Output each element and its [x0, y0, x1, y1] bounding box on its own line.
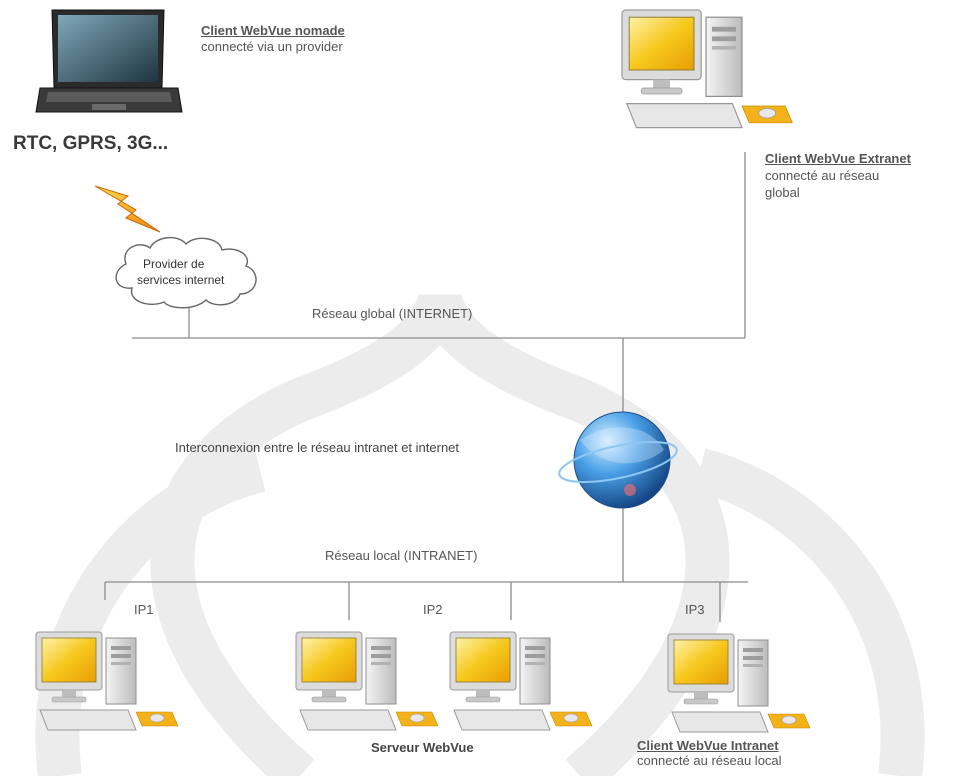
lightning-icon — [94, 185, 161, 233]
extranet-client-block: Client WebVue Extranet connecté au résea… — [765, 150, 911, 201]
provider-label-line2: services internet — [137, 273, 225, 287]
nomad-client-subtitle: connecté via un provider — [201, 39, 343, 54]
extranet-pc-icon — [621, 9, 794, 129]
server-label: Serveur WebVue — [371, 740, 474, 755]
network-lines — [104, 152, 748, 622]
ip2-label: IP2 — [423, 602, 443, 617]
ip1-pc-icon — [35, 631, 179, 731]
ip1-label: IP1 — [134, 602, 154, 617]
provider-label-line1: Provider de — [143, 257, 205, 271]
ip3-pc-icon — [667, 633, 811, 733]
cloud-icon — [115, 237, 257, 309]
extranet-client-title: Client WebVue Extranet — [765, 151, 911, 166]
laptop-icon — [35, 9, 183, 113]
ip3-label: IP3 — [685, 602, 705, 617]
internet-label: Réseau global (INTERNET) — [312, 306, 473, 321]
connection-types-label: RTC, GPRS, 3G... — [13, 133, 169, 154]
provider-label: Provider de services internet — [137, 256, 224, 288]
interconnect-label: Interconnexion entre le réseau intranet … — [175, 440, 460, 455]
nomad-client-title: Client WebVue nomade — [201, 23, 345, 38]
watermark-logo — [35, 293, 925, 776]
nomad-client-block: Client WebVue nomade connecté via un pro… — [201, 23, 345, 55]
intranet-client-block: Client WebVue Intranet connecté au résea… — [637, 738, 782, 768]
intranet-client-title: Client WebVue Intranet — [637, 738, 779, 753]
intranet-label: Réseau local (INTRANET) — [325, 548, 478, 563]
server-pc-icon-1 — [295, 631, 439, 731]
intranet-client-subtitle: connecté au réseau local — [637, 753, 782, 768]
server-pc-icon-2 — [449, 631, 593, 731]
extranet-client-line2: global — [765, 185, 800, 200]
globe-icon — [558, 411, 678, 509]
extranet-client-line1: connecté au réseau — [765, 168, 880, 183]
